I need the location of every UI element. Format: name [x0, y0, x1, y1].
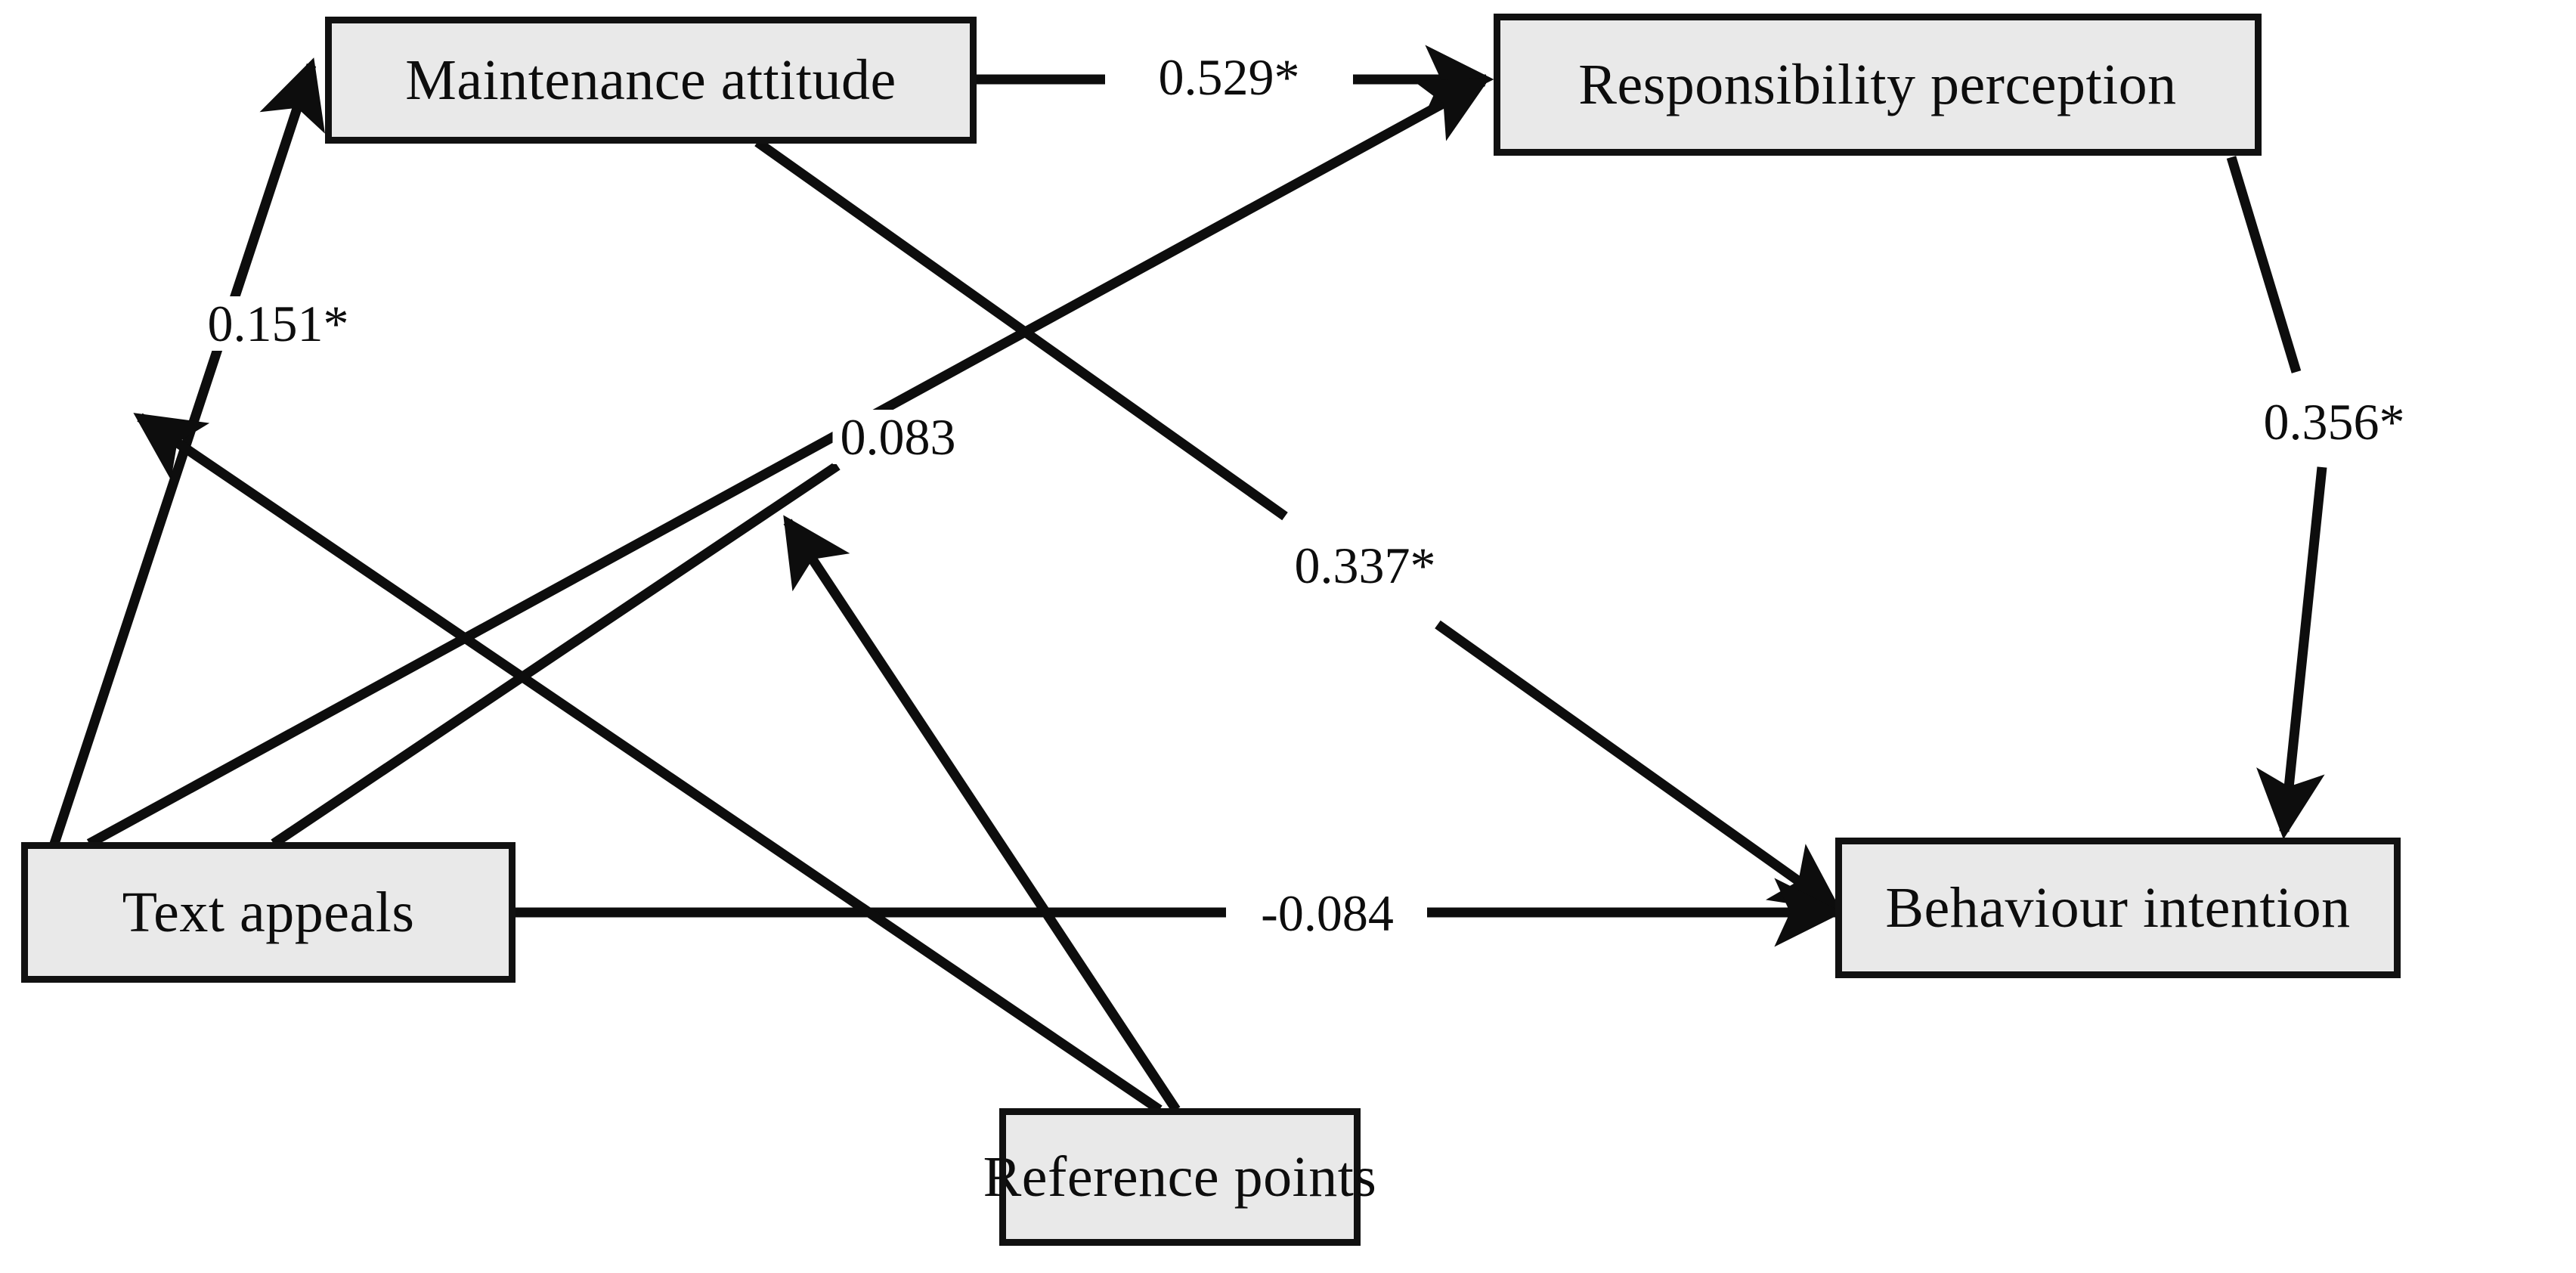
edge-label-0083: 0.083	[832, 410, 964, 464]
edge-text-appeals-to-responsibility-perception	[86, 77, 1491, 848]
node-reference-points[interactable]: Reference points	[983, 1108, 1376, 1246]
node-text-appeals-label: Text appeals	[122, 881, 415, 944]
edge-label-0356: 0.356*	[2256, 395, 2413, 449]
node-reference-points-label: Reference points	[983, 1145, 1377, 1209]
edge-text-appeals-to-maintenance-attitude	[49, 57, 325, 846]
edge-text-appeals-0083-stub	[271, 461, 841, 848]
edge-responsibility-perception-to-behaviour-intention	[2256, 466, 2327, 840]
edge-label-0337: 0.337*	[1286, 538, 1444, 593]
node-behaviour-intention[interactable]: Behaviour intention	[1835, 838, 2401, 978]
node-behaviour-intention-label: Behaviour intention	[1885, 876, 2351, 940]
node-responsibility-perception[interactable]: Responsibility perception	[1494, 14, 2262, 156]
edge-label-minus0084: -0.084	[1253, 886, 1401, 940]
edge-label-0151: 0.151*	[200, 296, 357, 351]
edge-reference-points-0083	[783, 515, 1181, 1113]
edge-responsibility-perception-to-behaviour-intention-upper	[2226, 156, 2302, 373]
node-responsibility-perception-label: Responsibility perception	[1578, 53, 2177, 116]
edge-maintenance-attitude-to-behaviour-intention-upper	[754, 138, 1288, 521]
node-maintenance-attitude[interactable]: Maintenance attitude	[325, 17, 977, 144]
node-maintenance-attitude-label: Maintenance attitude	[405, 48, 896, 112]
edge-maintenance-attitude-to-behaviour-intention	[1435, 620, 1842, 912]
edge-reference-points-to-text-appeals	[133, 413, 1163, 1114]
node-text-appeals[interactable]: Text appeals	[21, 842, 516, 983]
edge-label-0529: 0.529*	[1150, 50, 1308, 104]
